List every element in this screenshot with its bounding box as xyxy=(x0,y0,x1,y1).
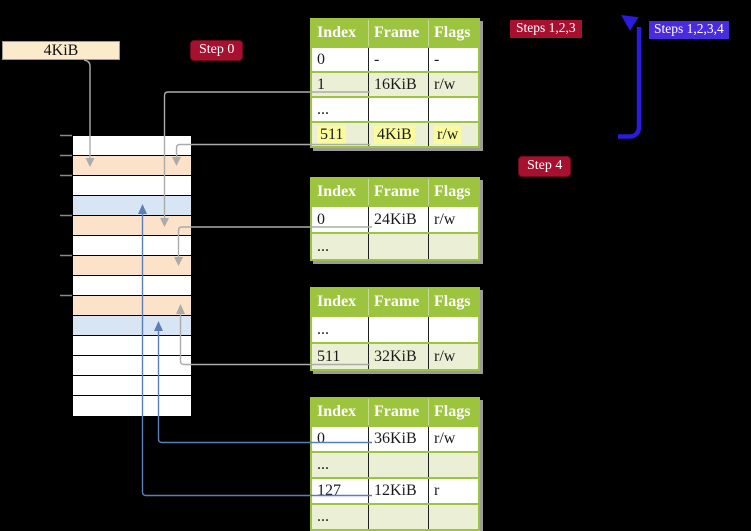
cell-index: 0 xyxy=(317,50,325,68)
cell-index: ... xyxy=(317,508,329,525)
memory-cell-orange xyxy=(73,156,191,176)
table-row: ... xyxy=(312,451,478,477)
table-row: ... xyxy=(312,96,478,121)
address-tick-marks xyxy=(60,134,72,297)
cell-flags: r/w xyxy=(428,207,478,232)
highlighted-value: 511 xyxy=(317,125,347,144)
cell-frame: 16KiB xyxy=(368,73,428,96)
cell-flags xyxy=(428,317,478,342)
page-table-1: Index Frame Flags 0 - - 1 16KiB r/w ... … xyxy=(310,18,480,148)
memory-cell-blue xyxy=(73,196,191,216)
memory-cell-white xyxy=(73,176,191,196)
table-header-row: Index Frame Flags xyxy=(312,179,478,205)
cell-frame: 36KiB xyxy=(368,427,428,451)
step0-badge: Step 0 xyxy=(190,40,244,61)
header-flags: Flags xyxy=(428,20,478,46)
cell-frame xyxy=(368,453,428,477)
cell-index: ... xyxy=(317,320,329,338)
table-row: ... xyxy=(312,232,478,259)
cell-frame: 4KiB xyxy=(368,123,428,146)
memory-cell-white xyxy=(73,276,191,296)
cell-index: 127 xyxy=(317,482,341,499)
cell-index: 511 xyxy=(317,347,341,365)
table-row: ... xyxy=(312,503,478,529)
header-frame: Frame xyxy=(368,289,428,315)
page-table-4: Index Frame Flags 0 36KiB r/w ... 127 12… xyxy=(310,397,480,531)
table-row-highlighted: 511 4KiB r/w xyxy=(312,121,478,146)
memory-cell-white xyxy=(73,356,191,376)
memory-strip xyxy=(72,135,192,417)
cell-index: 511 xyxy=(312,123,368,146)
cell-index: 1 xyxy=(317,75,325,93)
header-index: Index xyxy=(317,24,357,41)
frame-size-label: 4KiB xyxy=(43,41,79,59)
highlighted-value: 4KiB xyxy=(374,125,415,144)
step4-badge: Step 4 xyxy=(518,156,572,177)
memory-cell-orange xyxy=(73,256,191,276)
recursive-loop-arrow xyxy=(618,15,642,139)
header-index: Index xyxy=(317,403,357,420)
frame-size-box: 4KiB xyxy=(2,41,120,60)
table-row: 0 - - xyxy=(312,46,478,71)
memory-cell-white xyxy=(73,376,191,396)
steps1234-badge: Steps 1,2,3,4 xyxy=(649,21,729,39)
table-header-row: Index Frame Flags xyxy=(312,399,478,425)
cell-flags: - xyxy=(428,48,478,71)
highlighted-value: r/w xyxy=(434,125,462,144)
table-header-row: Index Frame Flags xyxy=(312,20,478,46)
cell-flags xyxy=(428,234,478,259)
page-table-3: Index Frame Flags ... 511 32KiB r/w xyxy=(310,287,480,371)
table-row: 0 36KiB r/w xyxy=(312,425,478,451)
header-frame: Frame xyxy=(368,20,428,46)
cell-frame: 12KiB xyxy=(368,479,428,503)
header-flags: Flags xyxy=(428,289,478,315)
cell-flags: r/w xyxy=(428,344,478,369)
memory-cell-white xyxy=(73,336,191,356)
cell-frame xyxy=(368,98,428,121)
table-row: 0 24KiB r/w xyxy=(312,205,478,232)
cell-frame xyxy=(368,317,428,342)
cell-flags xyxy=(428,453,478,477)
memory-cell-white xyxy=(73,236,191,256)
cell-flags: r/w xyxy=(428,427,478,451)
cell-frame xyxy=(368,234,428,259)
page-table-2: Index Frame Flags 0 24KiB r/w ... xyxy=(310,177,480,261)
memory-cell-blue xyxy=(73,316,191,336)
cell-index: ... xyxy=(317,237,329,255)
cell-frame xyxy=(368,505,428,529)
header-index: Index xyxy=(317,183,357,200)
steps123-badge: Steps 1,2,3 xyxy=(510,20,582,38)
table-row: ... xyxy=(312,315,478,342)
header-flags: Flags xyxy=(428,179,478,205)
cell-flags: r/w xyxy=(428,73,478,96)
header-flags: Flags xyxy=(428,399,478,425)
table-row: 1 16KiB r/w xyxy=(312,71,478,96)
cell-index: 0 xyxy=(317,210,325,228)
header-frame: Frame xyxy=(368,179,428,205)
cell-flags xyxy=(428,505,478,529)
memory-cell-orange xyxy=(73,216,191,236)
memory-cell-white xyxy=(73,396,191,416)
cell-frame: 24KiB xyxy=(368,207,428,232)
cell-index: 0 xyxy=(317,430,325,447)
memory-cell-orange xyxy=(73,296,191,316)
table-row: 511 32KiB r/w xyxy=(312,342,478,369)
cell-flags: r xyxy=(428,479,478,503)
cell-index: ... xyxy=(317,100,329,118)
cell-index: ... xyxy=(317,456,329,473)
table-header-row: Index Frame Flags xyxy=(312,289,478,315)
cell-frame: 32KiB xyxy=(368,344,428,369)
memory-cell-white xyxy=(73,136,191,156)
cell-flags: r/w xyxy=(428,123,478,146)
table-row: 127 12KiB r xyxy=(312,477,478,503)
cell-flags xyxy=(428,98,478,121)
header-index: Index xyxy=(317,293,357,310)
cell-frame: - xyxy=(368,48,428,71)
header-frame: Frame xyxy=(368,399,428,425)
